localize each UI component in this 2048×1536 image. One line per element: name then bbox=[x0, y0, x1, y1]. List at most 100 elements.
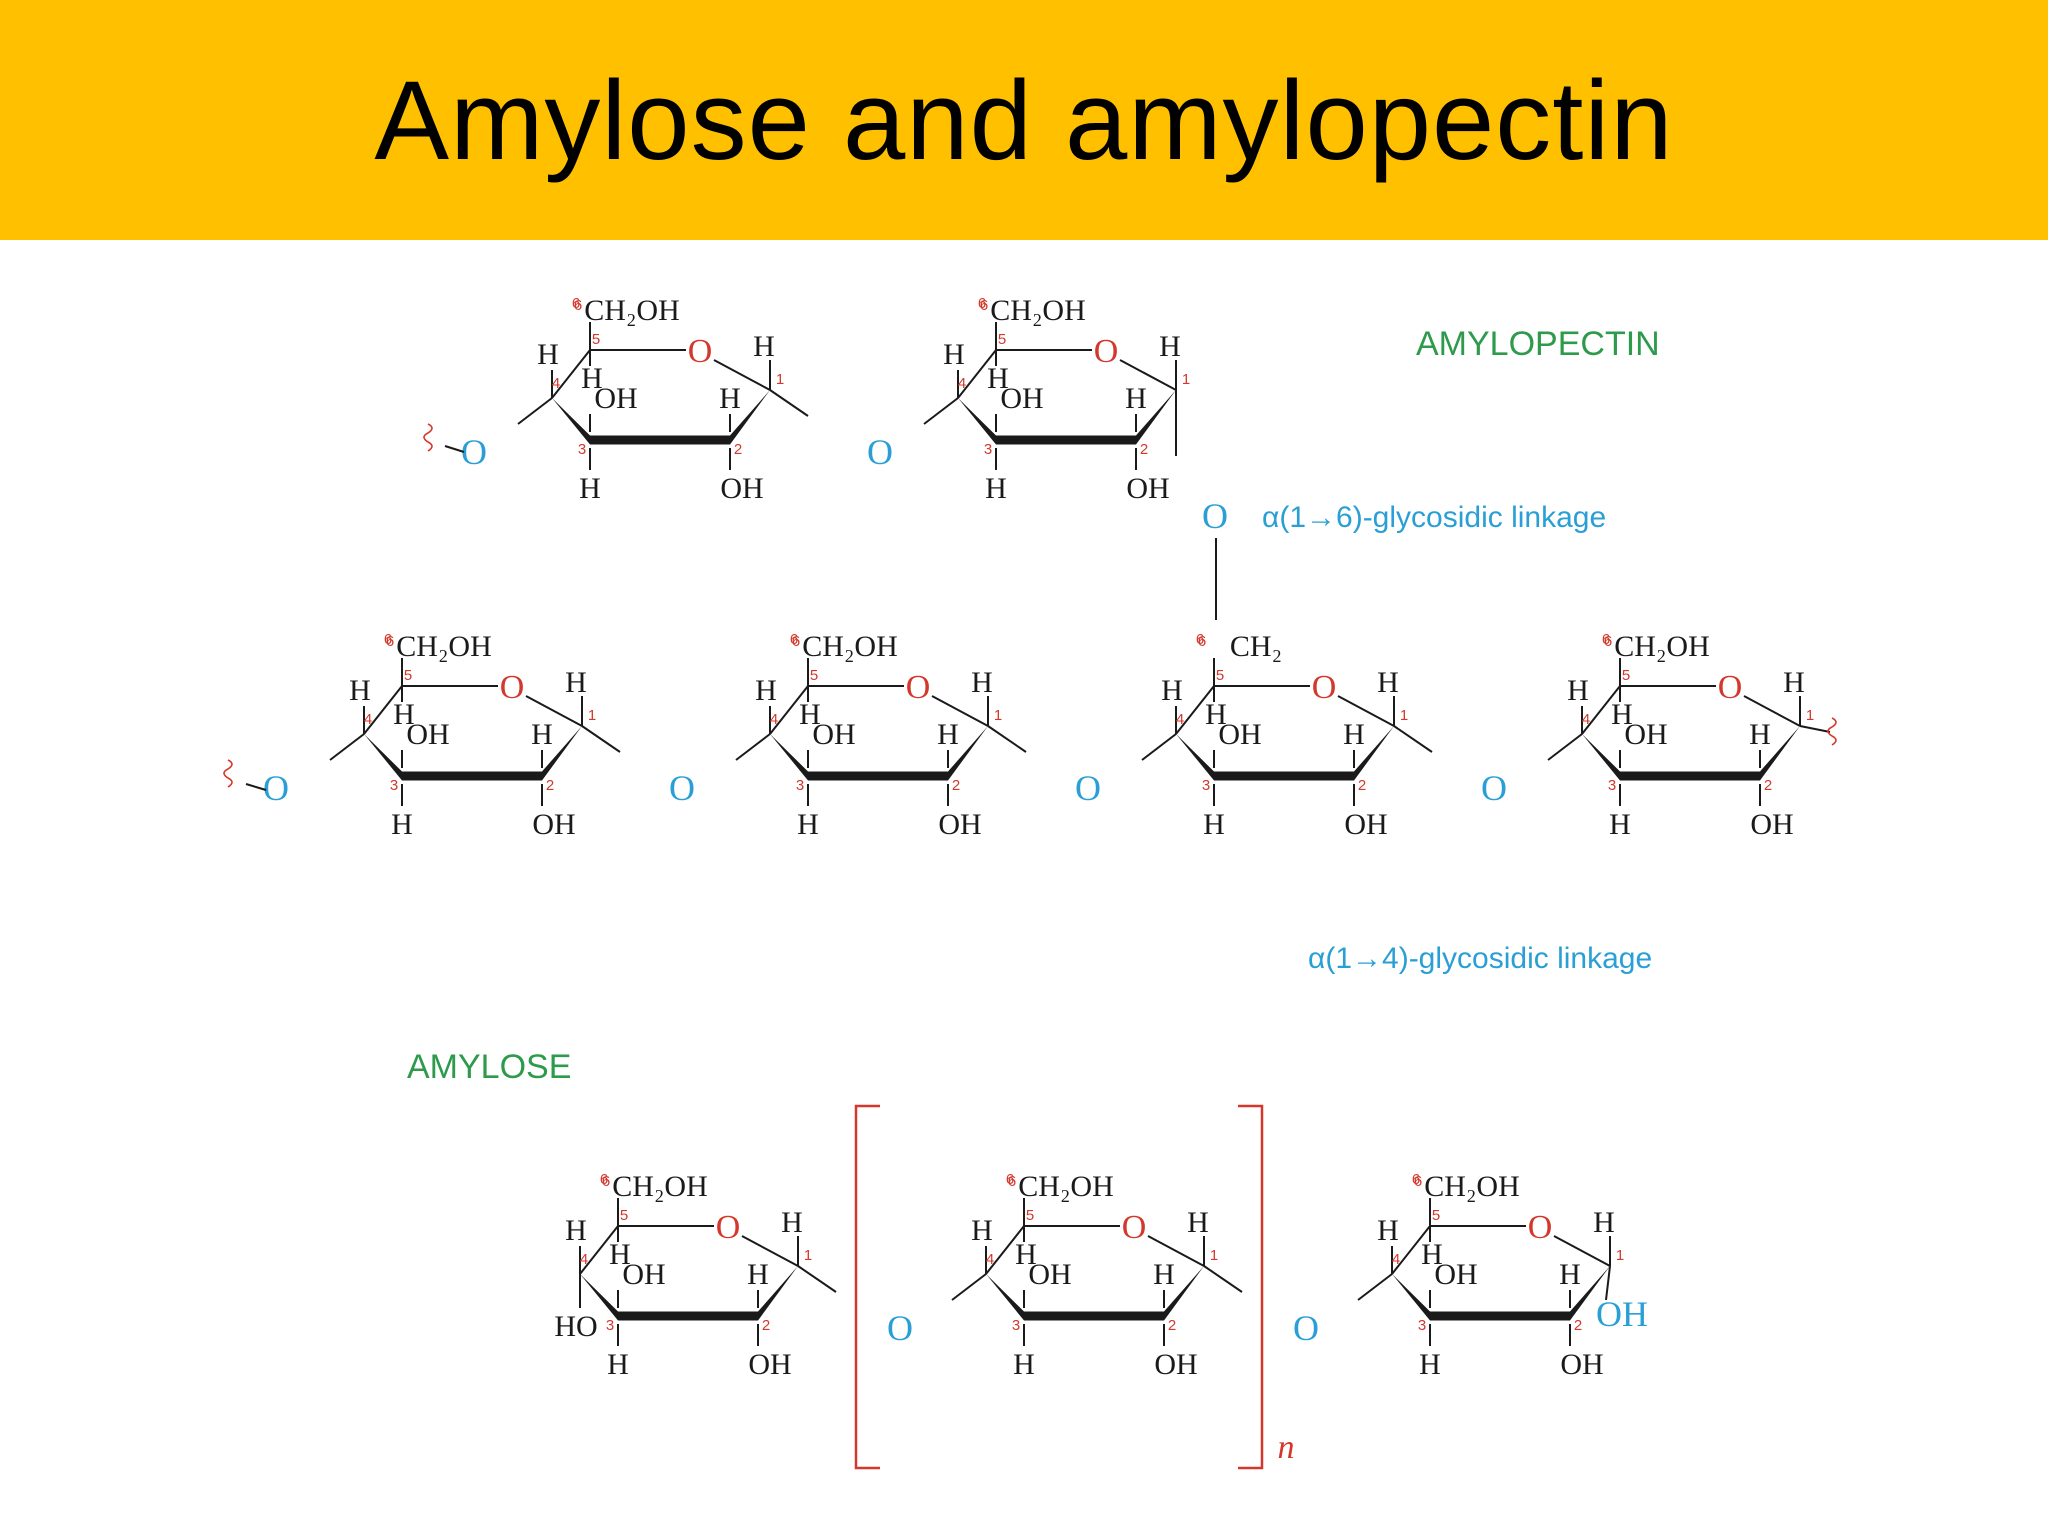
carbon-number-1: 1 bbox=[1182, 371, 1190, 388]
c1-hydrogen: H bbox=[1159, 330, 1181, 363]
glycosidic-bond bbox=[1203, 1265, 1243, 1293]
c2-hydrogen: H bbox=[1749, 718, 1771, 751]
glycosidic-bond bbox=[951, 1273, 987, 1301]
glycosidic-bond bbox=[1141, 733, 1177, 761]
c1-c2-wedge-bond bbox=[1354, 726, 1394, 781]
c1-c2-wedge-bond bbox=[758, 1266, 798, 1321]
glycosidic-bond bbox=[987, 725, 1027, 753]
title-banner bbox=[0, 0, 2048, 240]
chain-continuation-mark bbox=[1827, 717, 1837, 746]
c4-c5-bond bbox=[363, 685, 403, 735]
glycosidic-oxygen: O bbox=[461, 432, 487, 472]
ring-oxygen: O bbox=[716, 1209, 741, 1246]
carbon-number-6: 6 bbox=[1602, 631, 1610, 648]
carbon-number-4: 4 bbox=[552, 375, 560, 392]
c1-hydrogen: H bbox=[1377, 666, 1399, 699]
glycosidic-bond bbox=[517, 397, 553, 425]
c3-c4-wedge-bond bbox=[1176, 734, 1214, 781]
c3-c4-wedge-bond bbox=[986, 1274, 1024, 1321]
carbon-number-2: 2 bbox=[546, 777, 554, 794]
o5-c1-bond bbox=[1337, 695, 1395, 727]
carbon-number-6: 6 bbox=[980, 297, 988, 314]
c3-c4-wedge-bond bbox=[1392, 1274, 1430, 1321]
o5-c1-bond bbox=[1119, 359, 1177, 391]
alpha-1-6-oxygen: O bbox=[1202, 496, 1228, 536]
c1-hydrogen: H bbox=[565, 666, 587, 699]
carbon-number-4: 4 bbox=[958, 375, 966, 392]
ch2oh-group: CH₂OH bbox=[990, 294, 1085, 327]
carbon-number-6: 6 bbox=[384, 631, 392, 648]
c2-hydroxyl: OH bbox=[532, 808, 575, 841]
c3-hydrogen: H bbox=[1203, 808, 1225, 841]
glycosidic-bond bbox=[581, 725, 621, 753]
carbon-number-3: 3 bbox=[606, 1317, 614, 1334]
c4-c5-bond bbox=[1391, 1225, 1431, 1275]
c2-hydrogen: H bbox=[1153, 1258, 1175, 1291]
carbon-number-5: 5 bbox=[1432, 1207, 1440, 1224]
glycosidic-bond bbox=[1547, 733, 1583, 761]
c3-hydrogen: H bbox=[579, 472, 601, 505]
carbon-number-3: 3 bbox=[1202, 777, 1210, 794]
c4-c5-bond bbox=[769, 685, 809, 735]
c4-c5-bond bbox=[579, 1225, 619, 1275]
c1-hydrogen: H bbox=[1187, 1206, 1209, 1239]
alpha-1-6-linkage-label: α(1→6)-glycosidic linkage bbox=[1262, 501, 1606, 534]
c1-hydrogen: H bbox=[781, 1206, 803, 1239]
c2-hydrogen: H bbox=[1125, 382, 1147, 415]
c1-c2-wedge-bond bbox=[948, 726, 988, 781]
carbon-number-4: 4 bbox=[580, 1251, 588, 1268]
c1-c2-wedge-bond bbox=[730, 390, 770, 445]
ring-oxygen: O bbox=[1528, 1209, 1553, 1246]
ring-oxygen: O bbox=[500, 669, 525, 706]
c4-hydrogen: H bbox=[565, 1214, 587, 1247]
carbon-number-3: 3 bbox=[984, 441, 992, 458]
carbon-number-1: 1 bbox=[1616, 1247, 1624, 1264]
c4-hydrogen: H bbox=[349, 674, 371, 707]
c4-hydrogen: H bbox=[1377, 1214, 1399, 1247]
glycosidic-bond bbox=[1799, 725, 1831, 733]
c4-hydrogen: H bbox=[971, 1214, 993, 1247]
c5-hydrogen: H bbox=[987, 362, 1009, 395]
carbon-number-3: 3 bbox=[390, 777, 398, 794]
carbon-number-6: 6 bbox=[574, 297, 582, 314]
glycosidic-bond bbox=[735, 733, 771, 761]
carbon-number-2: 2 bbox=[1140, 441, 1148, 458]
carbon-number-6: 6 bbox=[978, 295, 986, 312]
ring-oxygen: O bbox=[688, 333, 713, 370]
c1-c2-wedge-bond bbox=[1760, 726, 1800, 781]
carbon-number-3: 3 bbox=[1012, 1317, 1020, 1334]
c4-hydrogen: H bbox=[755, 674, 777, 707]
carbon-number-1: 1 bbox=[1400, 707, 1408, 724]
c2-hydrogen: H bbox=[531, 718, 553, 751]
c4-c5-bond bbox=[1581, 685, 1621, 735]
c3-hydroxyl: OH bbox=[812, 718, 855, 751]
c3-hydroxyl: OH bbox=[1624, 718, 1667, 751]
c2-hydroxyl: OH bbox=[720, 472, 763, 505]
c3-c4-wedge-bond bbox=[580, 1274, 618, 1321]
carbon-number-2: 2 bbox=[734, 441, 742, 458]
repeat-bracket-left bbox=[854, 1104, 880, 1470]
ch2oh-group: CH₂OH bbox=[396, 630, 491, 663]
carbon-number-6: 6 bbox=[572, 295, 580, 312]
c4-hydrogen: H bbox=[1567, 674, 1589, 707]
o5-c1-bond bbox=[931, 695, 989, 727]
alpha-1-4-linkage-label: α(1→4)-glycosidic linkage bbox=[1308, 942, 1652, 975]
ring-oxygen: O bbox=[906, 669, 931, 706]
c3-hydroxyl: OH bbox=[1028, 1258, 1071, 1291]
c1-c2-wedge-bond bbox=[542, 726, 582, 781]
carbon-number-2: 2 bbox=[1764, 777, 1772, 794]
carbon-number-6: 6 bbox=[1412, 1171, 1420, 1188]
c1-hydrogen: H bbox=[1783, 666, 1805, 699]
c2-hydroxyl: OH bbox=[938, 808, 981, 841]
c3-hydroxyl: OH bbox=[1434, 1258, 1477, 1291]
c4-hydrogen: H bbox=[943, 338, 965, 371]
carbon-number-6: 6 bbox=[1604, 633, 1612, 650]
c3-c4-wedge-bond bbox=[1582, 734, 1620, 781]
